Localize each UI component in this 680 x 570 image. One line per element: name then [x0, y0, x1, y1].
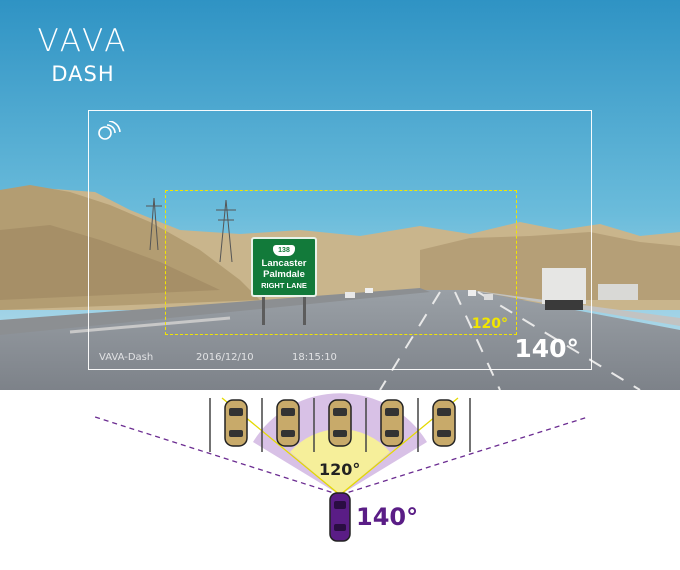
right-hill: [420, 232, 680, 300]
standard-angle-frame: 120°: [165, 190, 517, 335]
standard-angle-label: 120°: [471, 316, 508, 332]
truck: [542, 268, 586, 310]
parked-car: [276, 399, 300, 447]
highway-scene: [0, 0, 680, 390]
overlay-name: VAVA-Dash: [99, 352, 154, 363]
parked-car: [328, 399, 352, 447]
parking-dividers: [209, 398, 471, 452]
vava-dash-logo: VAVA DASH: [28, 24, 138, 88]
sign-lane-text: RIGHT LANE: [261, 281, 307, 290]
parked-car: [432, 399, 456, 447]
overlay-time: 18:15:10: [292, 352, 337, 363]
parked-car: [380, 399, 404, 447]
fov-120-label: 120°: [319, 460, 361, 479]
wide-angle-label: 140°: [514, 334, 579, 363]
brand-product: DASH: [51, 62, 115, 86]
overlay-date: 2016/12/10: [196, 352, 254, 363]
dashcam-photo: VAVA DASH 138 Lancaster Palmdale RIGHT L…: [0, 0, 680, 390]
brand-wordmark: VAVA: [37, 23, 129, 59]
fov-140-label: 140°: [356, 503, 419, 531]
sign-destination-2: Palmdale: [263, 269, 305, 280]
fov-120-sector: [290, 429, 390, 495]
wide-angle-frame: 140°: [88, 110, 592, 370]
road-sign: 138 Lancaster Palmdale RIGHT LANE: [251, 237, 317, 297]
dashcam-car: [329, 492, 351, 542]
fov-diagram: [94, 393, 589, 542]
route-shield: 138: [273, 245, 295, 256]
parked-car: [224, 399, 248, 447]
sign-destination-1: Lancaster: [261, 258, 307, 269]
